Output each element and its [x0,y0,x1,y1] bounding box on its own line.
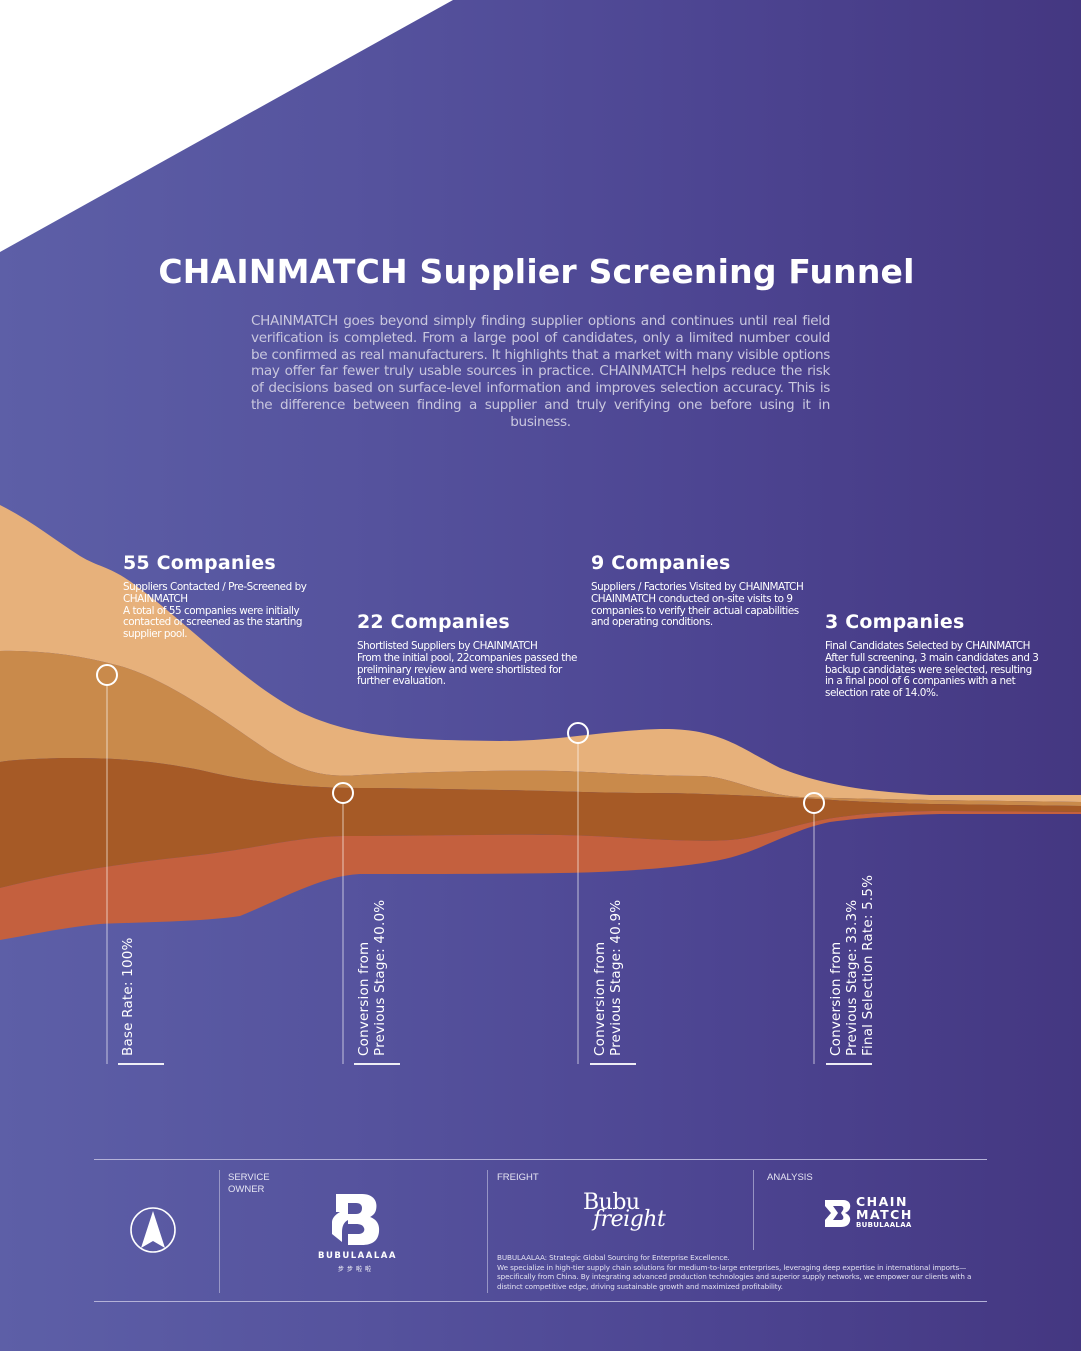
stage-4-marker[interactable] [803,792,825,814]
analysis-label: ANALYSIS [767,1172,813,1183]
stage-2-rate-line-2: Previous Stage: 40.0% [372,899,388,1056]
stage-1-count: 55 Companies [123,552,276,574]
stage-3-rate: Conversion from Previous Stage: 40.9% [592,900,624,1056]
stage-1-info: 55 Companies Suppliers Contacted / Pre-S… [123,552,313,641]
funnel-band-1 [0,505,1081,802]
freight-logo-line-1: Bubu [583,1190,640,1215]
bubulaalaa-chinese: 步步啦啦 [337,1267,374,1273]
stage-2-rate-underline [354,1063,400,1065]
stage-4-body: After full screening, 3 main candidates … [825,651,1039,700]
stage-4-rate-line-1: Conversion from [828,941,844,1056]
service-owner-label: SERVICE OWNER [228,1172,270,1195]
funnel-band-4 [0,811,1081,940]
chainmatch-b-icon [825,1199,851,1227]
stage-2-rate-line-1: Conversion from [356,941,372,1056]
chainmatch-line-1: CHAIN [856,1194,908,1209]
bubulaalaa-wordmark: BUBULAALAA [318,1251,397,1261]
stage-4-rate-line-3: Final Selection Rate: 5.5% [860,874,876,1056]
stage-3-rate-line-2: Previous Stage: 40.9% [608,899,624,1056]
stage-4-rate-line-2: Previous Stage: 33.3% [844,899,860,1056]
stage-4-rate-underline [826,1063,872,1065]
stage-4-description: Final Candidates Selected by CHAINMATCH … [825,640,1043,700]
stage-3-info: 9 Companies Suppliers / Factories Visite… [591,552,806,629]
chainmatch-line-2: MATCH [856,1206,913,1222]
page-description: CHAINMATCH goes beyond simply finding su… [251,313,830,430]
stage-1-body: A total of 55 companies were initially c… [123,604,302,641]
stage-1-marker[interactable] [96,664,118,686]
stage-1-description: Suppliers Contacted / Pre-Screened by CH… [123,581,313,641]
footer-divider-1 [219,1170,220,1293]
bubu-freight-logo: Bubu freight [583,1190,666,1232]
stage-2-info: 22 Companies Shortlisted Suppliers by CH… [357,611,579,688]
page-title: CHAINMATCH Supplier Screening Funnel [158,252,915,291]
compass-arrow-icon [130,1207,176,1253]
stage-3-title: Suppliers / Factories Visited by CHAINMA… [591,581,804,593]
bubulaalaa-logo: BUBULAALAA 步步啦啦 [318,1192,397,1273]
stage-2-marker[interactable] [332,782,354,804]
stage-2-description: Shortlisted Suppliers by CHAINMATCH From… [357,640,579,688]
stage-2-rate: Conversion from Previous Stage: 40.0% [356,900,388,1056]
footer-tagline: BUBULAALAA: Strategic Global Sourcing fo… [497,1253,730,1262]
stage-2-title: Shortlisted Suppliers by CHAINMATCH [357,640,538,652]
stage-1-rate-line-1: Base Rate: 100% [120,937,136,1056]
funnel-band-2 [0,650,1081,806]
footer-about-body: We specialize in high-tier supply chain … [497,1262,972,1291]
stage-3-rate-line-1: Conversion from [592,941,608,1056]
stage-2-count: 22 Companies [357,611,510,633]
stage-3-marker[interactable] [567,722,589,744]
stage-4-info: 3 Companies Final Candidates Selected by… [825,611,1043,700]
footer-about: BUBULAALAA: Strategic Global Sourcing fo… [497,1253,975,1291]
stage-1-title: Suppliers Contacted / Pre-Screened by CH… [123,581,307,605]
stage-4-count: 3 Companies [825,611,965,633]
footer-divider-3 [753,1170,754,1250]
footer-bottom-divider [94,1301,987,1302]
chainmatch-logo: CHAIN MATCH BUBULAALAA [823,1194,913,1229]
freight-logo-line-2: freight [593,1207,666,1232]
chainmatch-line-3: BUBULAALAA [856,1221,912,1229]
stage-2-body: From the initial pool, 22companies passe… [357,651,577,688]
stage-3-rate-underline [590,1063,636,1065]
stage-3-count: 9 Companies [591,552,731,574]
freight-label: FREIGHT [497,1172,539,1183]
bubulaalaa-b-icon [332,1194,380,1245]
stage-3-body: CHAINMATCH conducted on-site visits to 9… [591,592,799,629]
stage-3-description: Suppliers / Factories Visited by CHAINMA… [591,581,806,629]
stage-1-rate: Base Rate: 100% [120,937,136,1056]
stage-4-rate: Conversion from Previous Stage: 33.3% Fi… [828,875,876,1056]
funnel-band-3 [0,758,1081,888]
stage-1-rate-underline [118,1063,164,1065]
stage-4-title: Final Candidates Selected by CHAINMATCH [825,640,1031,652]
footer-top-divider [94,1159,987,1160]
footer-divider-2 [487,1170,488,1293]
